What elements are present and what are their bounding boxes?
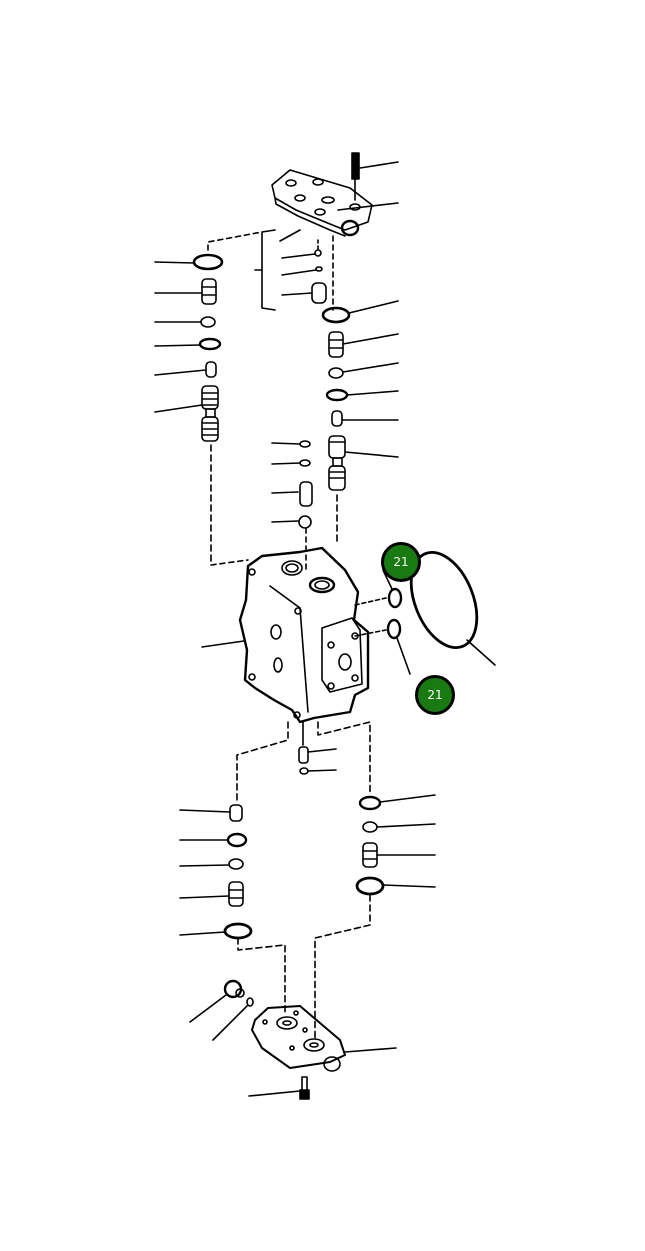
top-cover-plate [271,169,373,237]
middle-lower-parts [298,746,337,775]
leader-line [279,229,301,242]
lower-axis-lines [236,721,371,801]
cap-screw-bottom [248,1076,310,1100]
callout-label: 21 [427,688,443,702]
cap-screw-top [351,152,399,201]
bottom-cover-plate [251,1005,397,1072]
parts-bracket [254,229,327,311]
right-upper-stack [321,300,399,546]
valve-body-housing [201,546,370,724]
leader-line [337,202,399,211]
right-lower-stack [314,794,436,1041]
o-ring-lower [386,618,411,675]
assembly-axis [207,231,263,251]
callout-badge-21-upper[interactable]: 21 [381,542,421,582]
large-o-ring-seal [409,550,496,666]
callout-label: 21 [393,555,409,569]
left-upper-stack [154,253,224,566]
left-lower-stack [179,804,286,1016]
middle-small-parts [271,440,313,571]
callout-badge-21-lower[interactable]: 21 [415,675,455,715]
plug-fitting [189,979,254,1041]
